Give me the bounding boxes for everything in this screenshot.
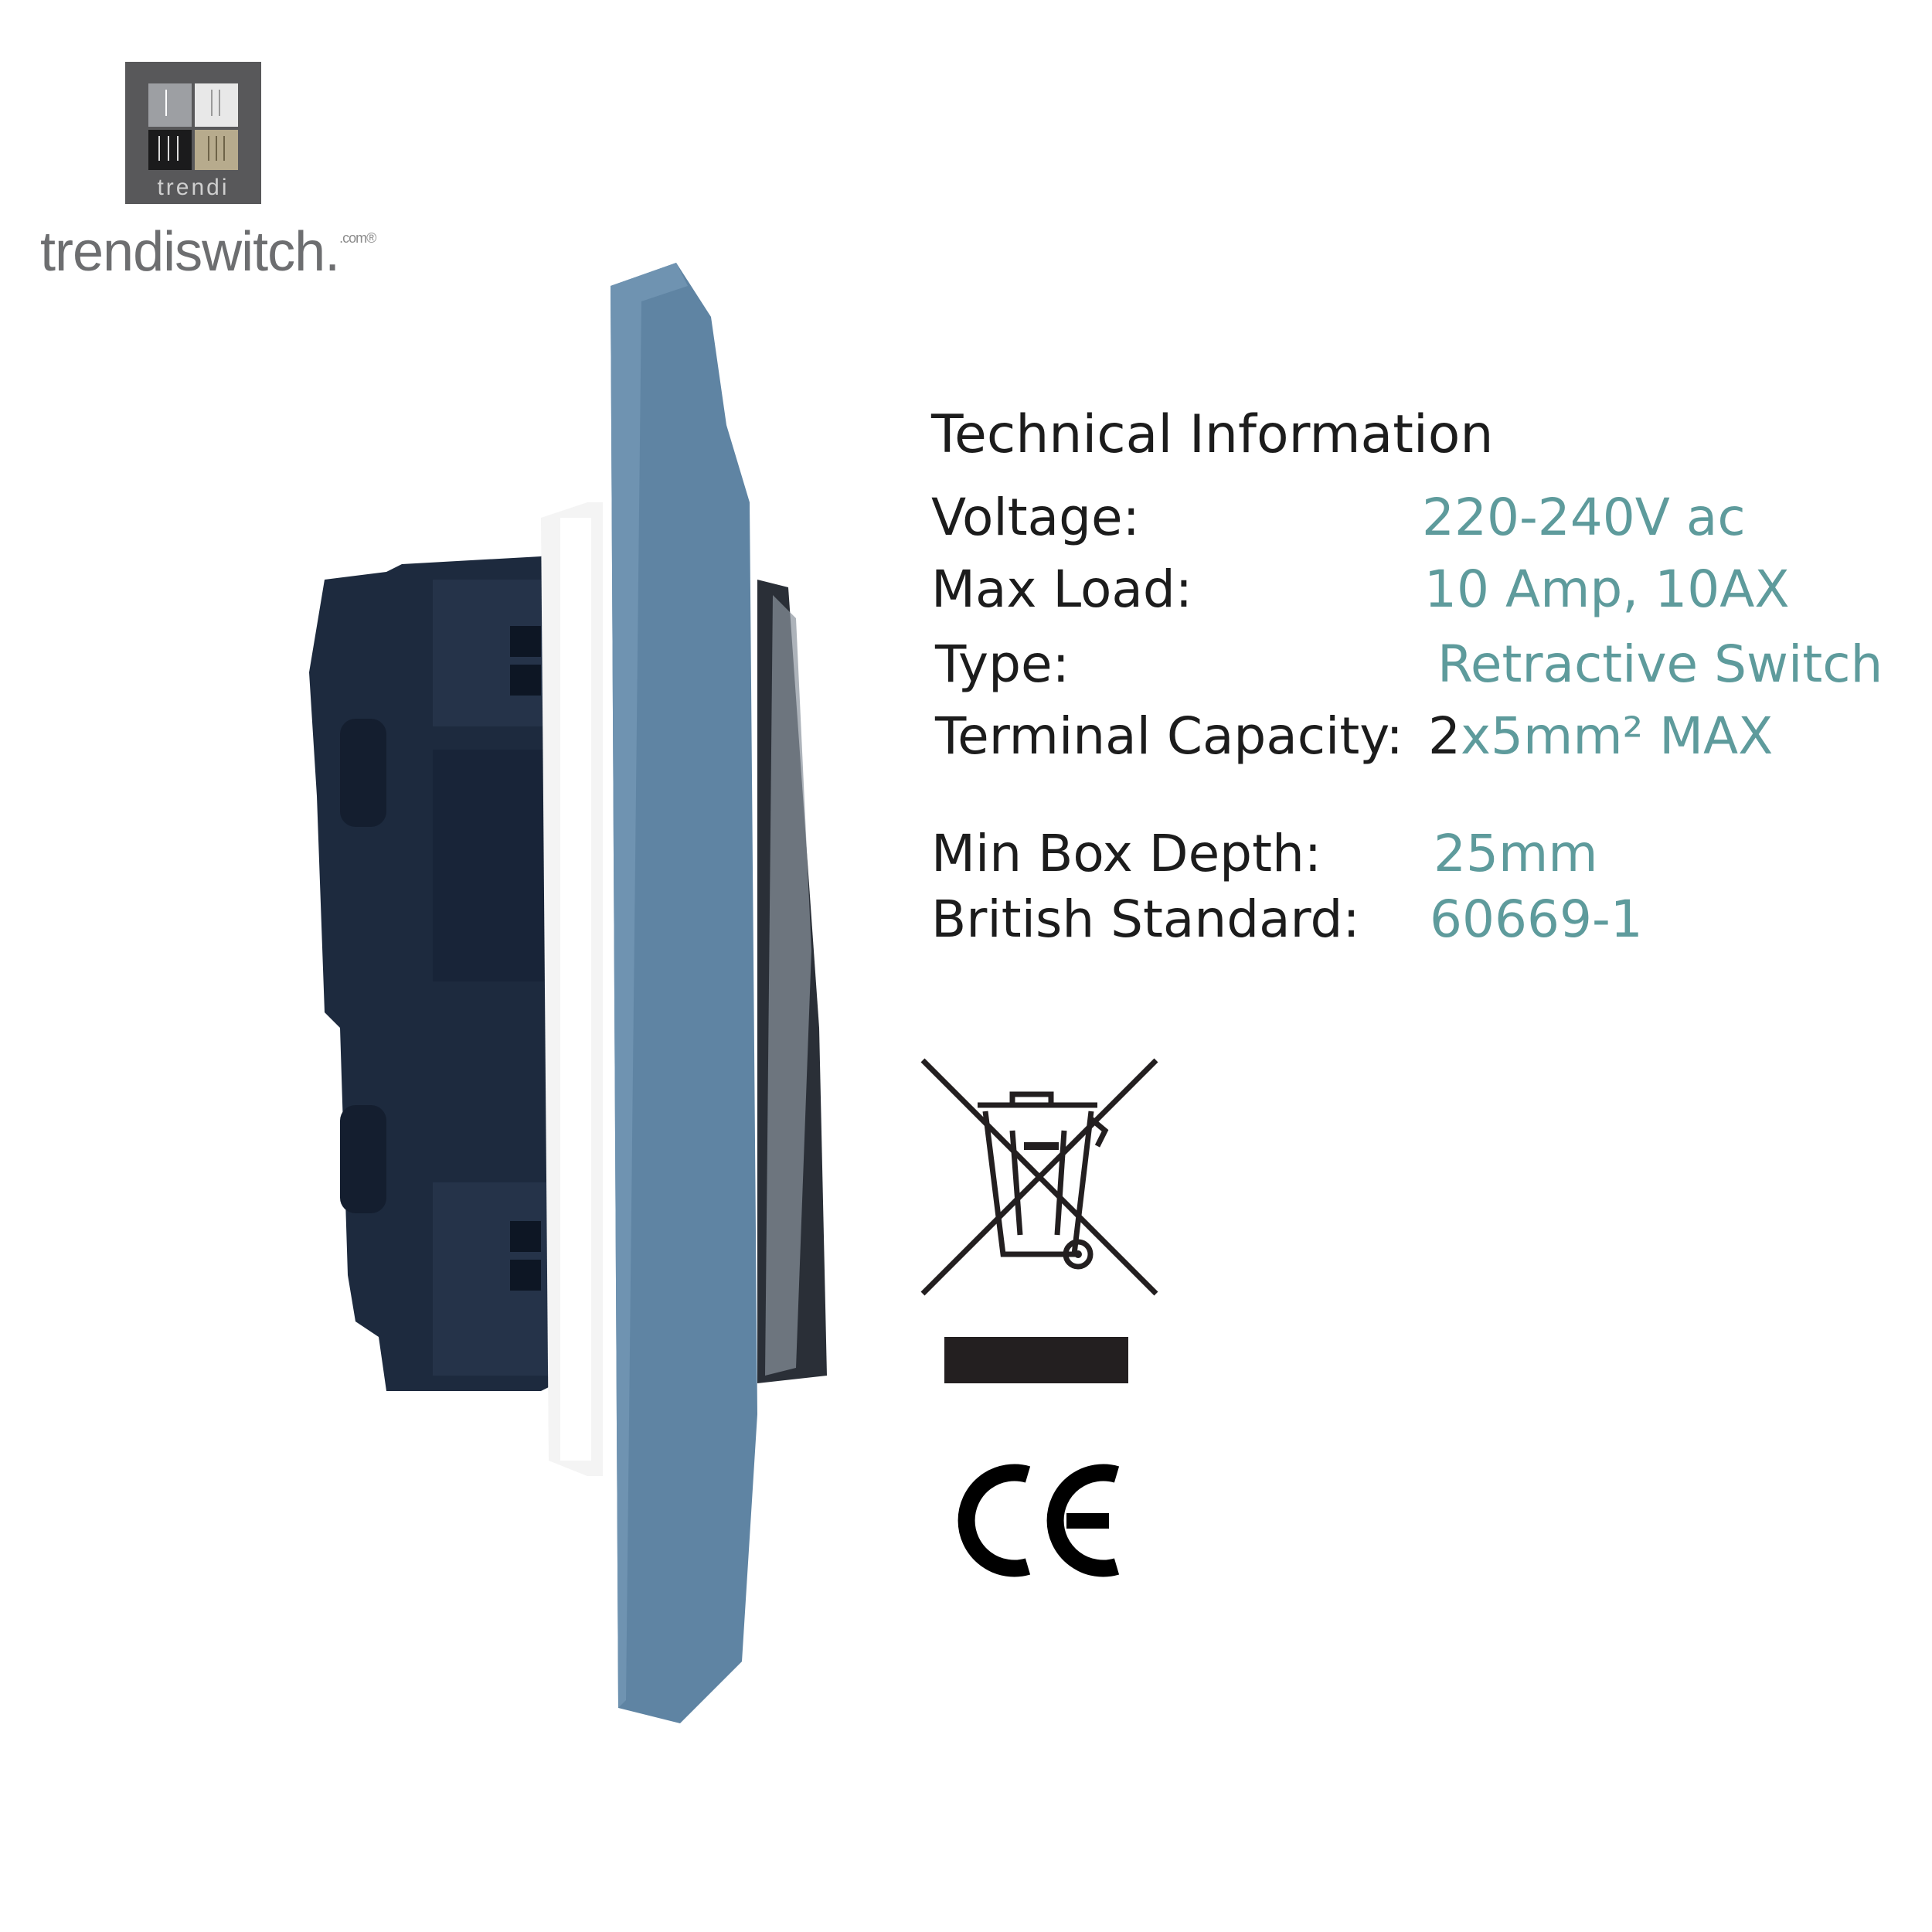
light-switch-side-view — [294, 255, 866, 1739]
brand-wordmark: trendiswitch..com® — [40, 220, 376, 284]
tech-row-type: Type: Retractive Switch — [931, 630, 1928, 699]
tech-label: British Standard: — [931, 889, 1360, 949]
logo-text: trendi — [157, 175, 229, 200]
tech-value: x5mm² MAX — [1461, 706, 1774, 766]
tech-value: 60669-1 — [1430, 889, 1643, 949]
tech-label: Min Box Depth: — [931, 824, 1322, 883]
brand-wordmark-text: trendiswitch. — [40, 221, 340, 283]
weee-icon — [920, 1057, 1159, 1297]
weee-underline-bar — [944, 1337, 1128, 1383]
tech-label: Voltage: — [931, 488, 1140, 547]
tech-value: 10 Amp, 10AX — [1424, 560, 1790, 619]
tech-row-voltage: Voltage: 220-240V ac — [931, 483, 1928, 553]
tech-label: Type: — [935, 634, 1070, 694]
tech-label: Max Load: — [931, 560, 1192, 619]
tech-row-terminal-capacity: Terminal Capacity: 2x5mm² MAX — [931, 702, 1928, 771]
tech-value: 220-240V ac — [1422, 488, 1746, 547]
ce-mark-icon — [954, 1453, 1128, 1588]
tech-value-prefix: 2 — [1428, 706, 1461, 766]
tech-value: Retractive Switch — [1437, 634, 1883, 694]
tech-row-min-box-depth: Min Box Depth: 25mm — [931, 819, 1928, 889]
brand-logo: trendi — [125, 62, 261, 204]
tech-row-max-load: Max Load: 10 Amp, 10AX — [931, 555, 1928, 624]
tech-row-british-standard: British Standard: 60669-1 — [931, 885, 1928, 954]
brand-wordmark-suffix: .com® — [339, 230, 376, 246]
tech-label: Terminal Capacity: — [935, 706, 1403, 766]
tech-info-title: Technical Information — [931, 404, 1494, 465]
tech-value: 25mm — [1434, 824, 1598, 883]
